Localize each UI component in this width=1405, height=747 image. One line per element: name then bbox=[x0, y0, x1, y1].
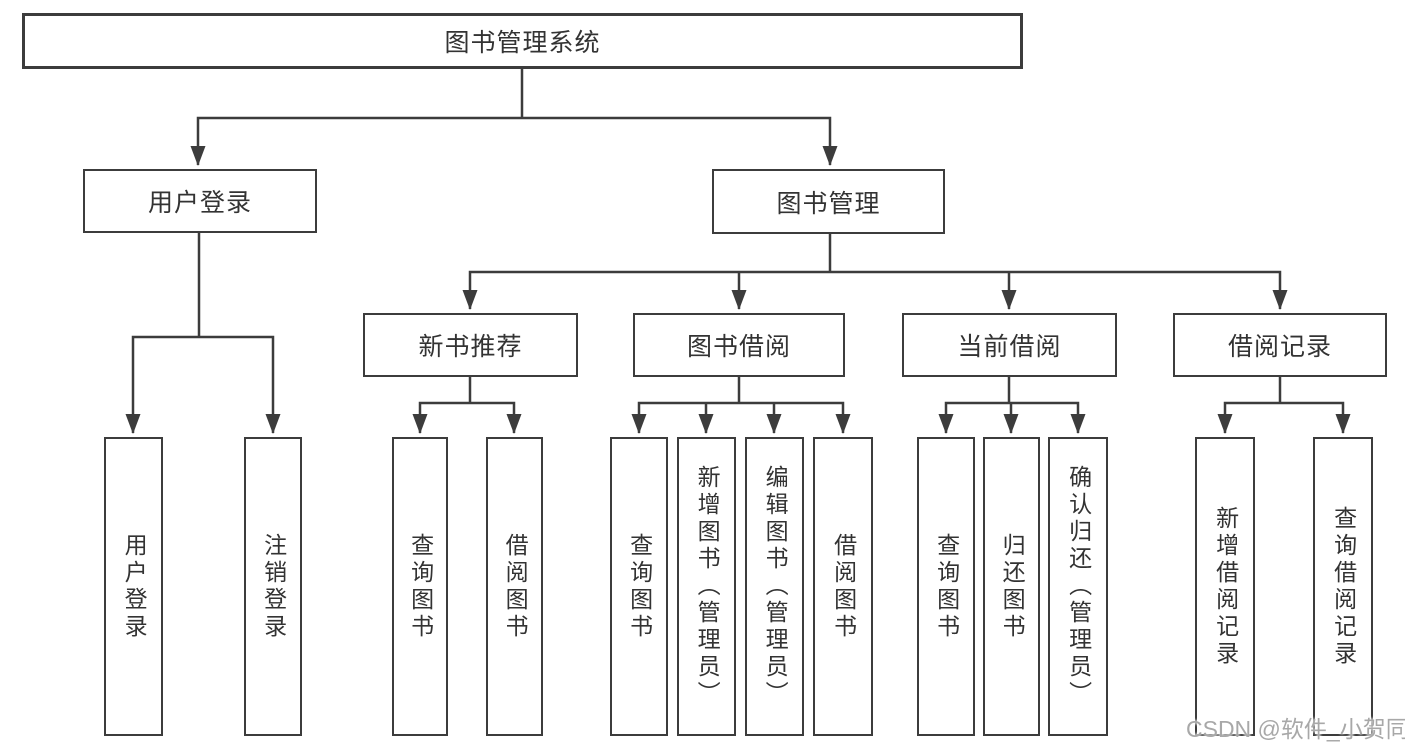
node-label: 确认归还（管理员） bbox=[1065, 465, 1092, 708]
node-label: 新增借阅记录 bbox=[1212, 505, 1239, 668]
connector-borrow-split bbox=[631, 401, 851, 434]
leaf-confirm-return-admin: 确认归还（管理员） bbox=[1048, 437, 1108, 736]
connector-records-split bbox=[1217, 401, 1351, 434]
node-current-borrow: 当前借阅 bbox=[902, 313, 1117, 377]
node-label: 查询借阅记录 bbox=[1330, 505, 1357, 668]
leaf-borrow-books-2: 借阅图书 bbox=[813, 437, 873, 736]
node-label: 注销登录 bbox=[260, 532, 287, 641]
node-label: 图书管理 bbox=[776, 189, 881, 218]
node-label: 图书借阅 bbox=[686, 333, 791, 361]
leaf-borrow-books-1: 借阅图书 bbox=[486, 437, 543, 736]
node-root-system: 图书管理系统 bbox=[22, 13, 1023, 69]
node-label: 查询图书 bbox=[407, 532, 434, 641]
leaf-return-books: 归还图书 bbox=[983, 437, 1040, 736]
node-user-login: 用户登录 bbox=[83, 169, 317, 233]
node-label: 当前借阅 bbox=[957, 333, 1062, 361]
leaf-add-borrow-record: 新增借阅记录 bbox=[1195, 437, 1255, 736]
node-label: 查询图书 bbox=[933, 532, 960, 641]
leaf-query-books-1: 查询图书 bbox=[392, 437, 448, 736]
leaf-user-login: 用户登录 bbox=[104, 437, 163, 736]
connector-userlogin-split bbox=[125, 335, 281, 434]
connector-level3-split bbox=[462, 270, 1288, 310]
node-label: 借阅图书 bbox=[830, 532, 857, 641]
node-label: 归还图书 bbox=[999, 532, 1026, 641]
leaf-edit-books-admin: 编辑图书（管理员） bbox=[745, 437, 804, 736]
node-label: 新增图书（管理员） bbox=[694, 465, 721, 708]
connector-level1-split bbox=[190, 116, 838, 166]
csdn-watermark: CSDN @软件_小贺同学 bbox=[1186, 716, 1405, 742]
node-book-borrow: 图书借阅 bbox=[633, 313, 845, 377]
leaf-add-books-admin: 新增图书（管理员） bbox=[677, 437, 736, 736]
leaf-query-borrow-record: 查询借阅记录 bbox=[1313, 437, 1373, 736]
connector-newbook-split bbox=[412, 401, 522, 434]
leaf-query-books-3: 查询图书 bbox=[917, 437, 975, 736]
node-new-book-recommend: 新书推荐 bbox=[363, 313, 578, 377]
node-label: 查询图书 bbox=[626, 532, 653, 641]
node-label: 新书推荐 bbox=[418, 333, 523, 361]
leaf-logout: 注销登录 bbox=[244, 437, 302, 736]
node-label: 图书管理系统 bbox=[444, 29, 601, 57]
node-label: 编辑图书（管理员） bbox=[762, 465, 789, 708]
node-borrow-records: 借阅记录 bbox=[1173, 313, 1387, 377]
node-label: 用户登录 bbox=[147, 189, 252, 217]
node-label: 借阅图书 bbox=[502, 532, 529, 641]
node-book-management: 图书管理 bbox=[712, 169, 945, 234]
leaf-query-books-2: 查询图书 bbox=[610, 437, 668, 736]
node-label: 用户登录 bbox=[121, 532, 148, 641]
node-label: 借阅记录 bbox=[1227, 333, 1332, 361]
